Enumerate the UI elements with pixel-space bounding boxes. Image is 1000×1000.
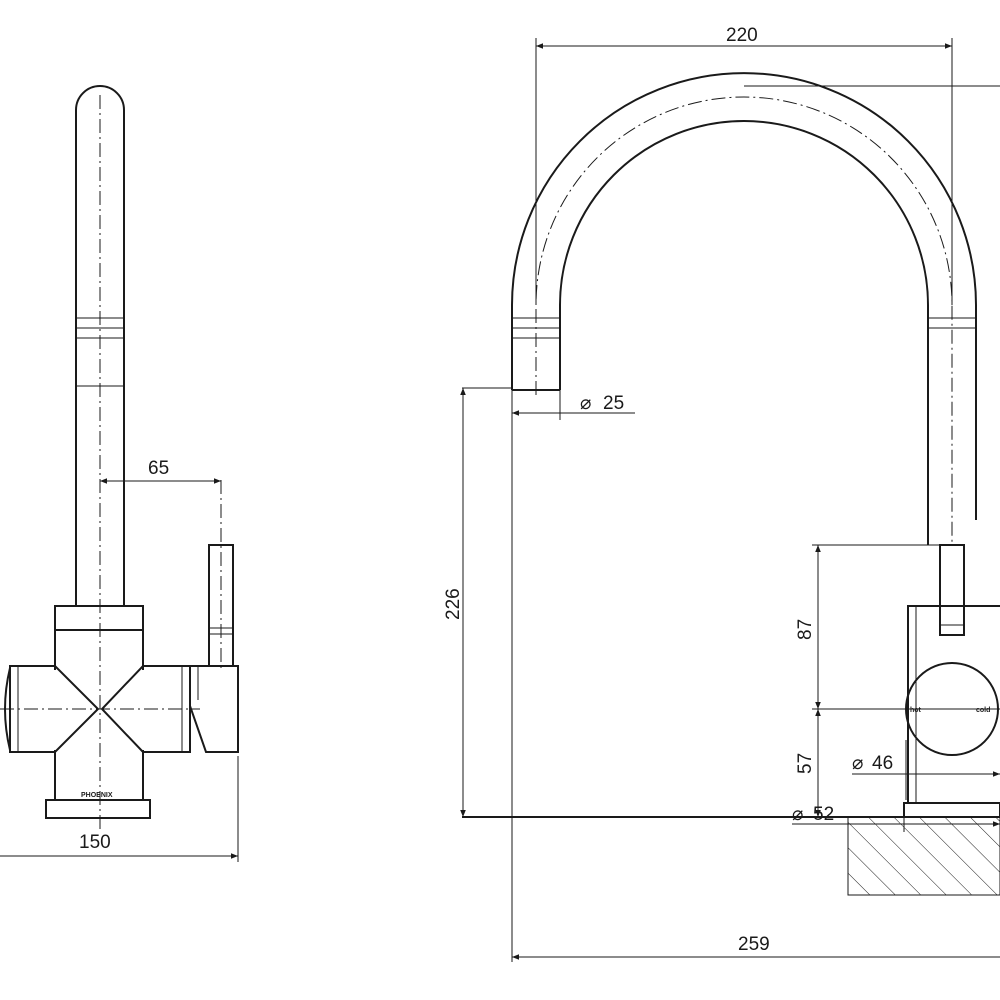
dim-base-diameter: 52 <box>813 804 834 825</box>
worktop-section <box>847 816 1000 896</box>
dim-lever-height: 87 <box>795 619 816 640</box>
front-view: hot cold 220 ⌀ 25 226 87 57 ⌀ 46 <box>443 25 1000 962</box>
dim-spout-diameter: 25 <box>603 393 624 414</box>
dim-body-height: 57 <box>795 753 816 774</box>
hot-label: hot <box>910 707 922 714</box>
front-spout-inner <box>559 120 929 545</box>
dim-lever-offset: 65 <box>148 458 169 479</box>
dim-top-width: 220 <box>726 25 758 46</box>
dim-52-symbol: ⌀ <box>792 804 803 825</box>
dim-46-symbol: ⌀ <box>852 753 863 774</box>
front-spout-centerline <box>535 96 953 545</box>
brand-label: PHOENIX <box>81 792 113 799</box>
side-base-plate <box>45 799 151 819</box>
cold-label: cold <box>976 707 990 714</box>
side-view: PHOENIX 65 150 <box>0 85 239 862</box>
side-upper-collar <box>54 605 144 631</box>
side-spout-tube <box>75 85 125 606</box>
dim-body-diameter: 46 <box>872 753 893 774</box>
front-base-plate <box>903 802 1000 818</box>
dim-reach: 259 <box>738 934 770 955</box>
front-spout-outer <box>511 72 977 520</box>
side-body <box>54 630 144 800</box>
front-lever-rod <box>939 544 965 636</box>
dim-height: 226 <box>443 588 464 620</box>
dim-side-width: 150 <box>79 832 111 853</box>
dim-25-symbol: ⌀ <box>580 393 591 414</box>
front-body <box>907 605 1000 803</box>
